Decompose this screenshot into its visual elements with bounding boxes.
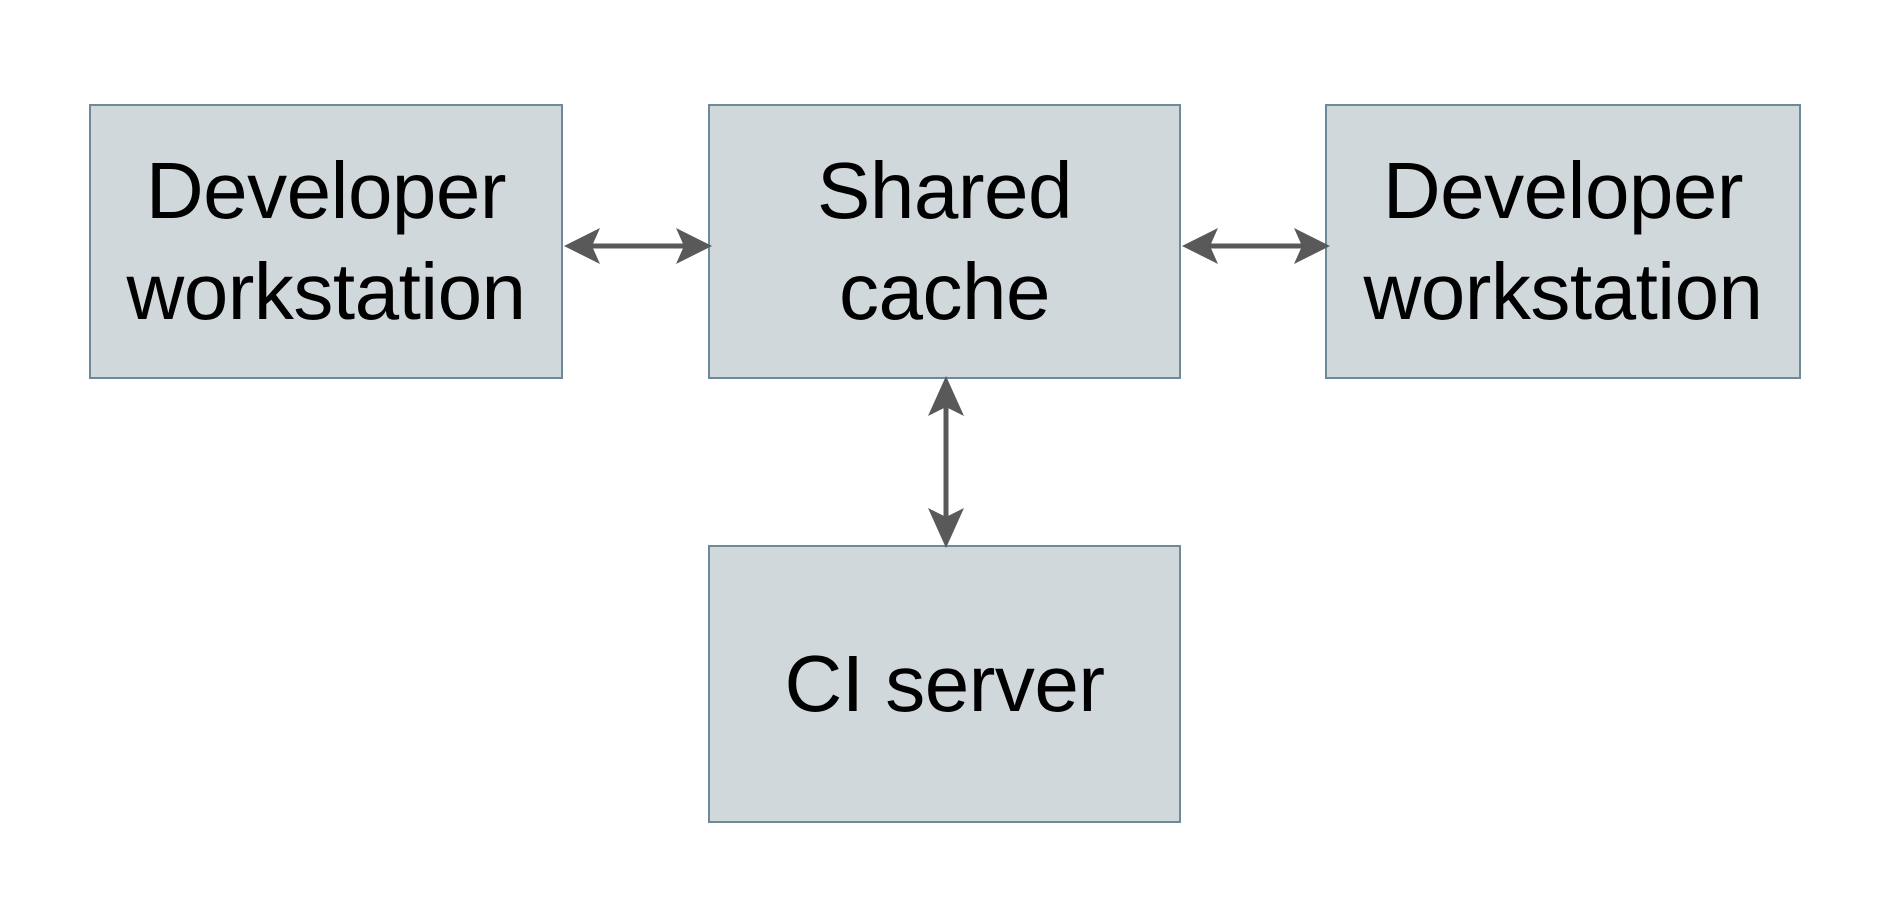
double-arrow-horizontal-icon [1182,228,1330,264]
node-label: Developer workstation [126,145,526,336]
node-label: Developer workstation [1363,145,1763,336]
node-developer-workstation-left[interactable]: Developer workstation [89,104,563,379]
edge-shared-cache-to-ci-server[interactable] [915,370,977,554]
node-developer-workstation-right[interactable]: Developer workstation [1325,104,1801,379]
double-arrow-horizontal-icon [564,228,712,264]
edge-shared-cache-to-developer-right[interactable] [1176,215,1336,277]
node-label: Shared cache [817,145,1072,336]
double-arrow-vertical-icon [928,376,964,548]
node-shared-cache[interactable]: Shared cache [708,104,1181,379]
node-label: CI server [784,638,1106,728]
edge-developer-left-to-shared-cache[interactable] [558,215,718,277]
node-ci-server[interactable]: CI server [708,545,1181,823]
